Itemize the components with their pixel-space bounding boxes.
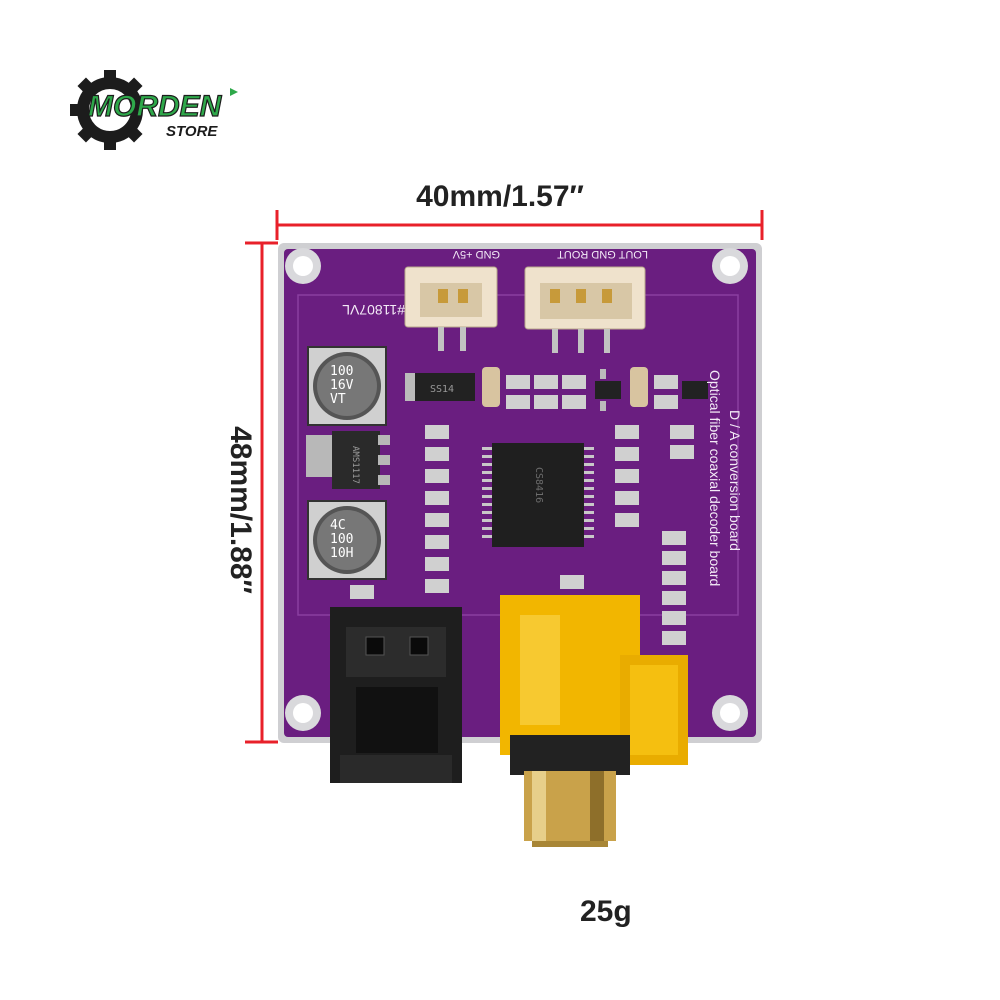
audio-pin-labels: LOUT GND ROUT — [557, 248, 648, 260]
decoder-board-image: GND +5V LOUT GND ROUT #11807VL 100 16V V… — [278, 243, 762, 847]
smd-components-top — [482, 367, 708, 411]
coaxial-input-connector — [500, 595, 688, 847]
gear-icon: MORDEN STORE — [70, 70, 238, 150]
brand-logo: MORDEN STORE — [70, 70, 270, 150]
power-pin-labels: GND +5V — [452, 248, 500, 260]
diode-marking: SS14 — [430, 384, 454, 395]
diode: SS14 — [405, 373, 475, 401]
logo-brand-text: MORDEN — [88, 90, 223, 123]
mounting-holes — [285, 248, 748, 731]
capacitor-bottom: 4C 100 10H — [307, 500, 387, 580]
audio-out-header — [524, 266, 646, 353]
logo-store-text: STORE — [166, 123, 218, 140]
capacitor-bottom-line1: 4C — [330, 518, 346, 533]
power-header — [404, 266, 498, 351]
capacitor-top: 100 16V VT — [307, 346, 387, 426]
voltage-regulator: AMS1117 — [306, 431, 390, 489]
board-title-line2: D / A conversion board — [727, 410, 743, 551]
pcb-id-text: #11807VL — [342, 302, 405, 318]
capacitor-top-line1: 100 — [330, 364, 353, 379]
optical-input-connector — [330, 607, 462, 783]
regulator-marking: AMS1117 — [350, 446, 360, 484]
smd-components-right — [350, 425, 694, 645]
logo-arrow-icon — [230, 88, 238, 96]
capacitor-top-line2: 16V — [330, 378, 354, 393]
decoder-chip: CS8416 — [482, 443, 594, 547]
capacitor-bottom-line2: 100 — [330, 532, 353, 547]
smd-components-left — [425, 425, 449, 593]
width-dimension-label: 40mm/1.57″ — [416, 180, 584, 213]
capacitor-top-line3: VT — [330, 392, 346, 407]
capacitor-bottom-line3: 10H — [330, 546, 353, 561]
chip-marking: CS8416 — [533, 467, 544, 503]
board-title-line1: Optical fiber coaxial decoder board — [707, 370, 723, 586]
weight-label: 25g — [580, 895, 632, 928]
